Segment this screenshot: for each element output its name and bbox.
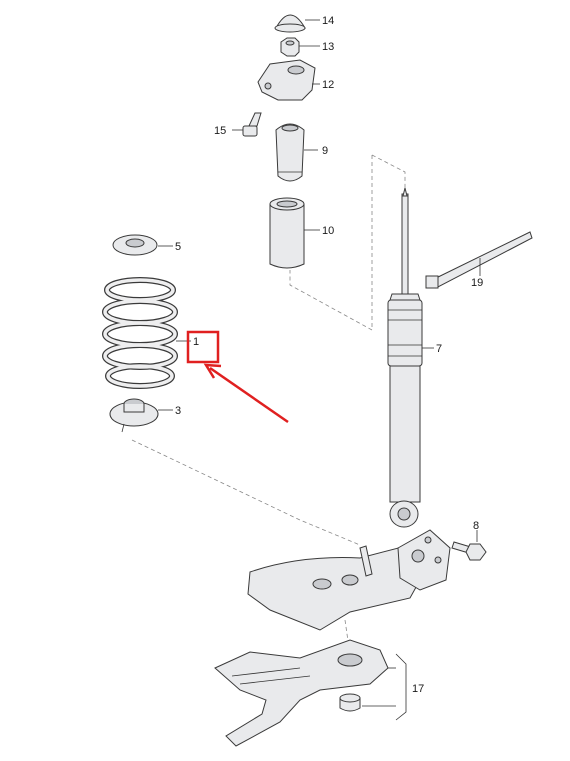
part-14-dust-cap[interactable] [274, 14, 306, 33]
callout-15: 15 [214, 125, 226, 137]
callout-17-bracket [362, 653, 407, 721]
highlight-box [186, 330, 220, 364]
part-5-upper-spring-seat[interactable] [112, 234, 158, 256]
part-10-protective-tube[interactable] [269, 197, 305, 269]
highlight-arrow [203, 363, 289, 424]
part-1-coil-spring[interactable] [102, 277, 178, 389]
part-7-shock-absorber[interactable] [387, 187, 423, 528]
callout-19: 19 [471, 277, 483, 289]
callout-1: 1 [193, 336, 199, 348]
part-19-cable-tie[interactable] [425, 231, 533, 289]
part-15-bolt[interactable] [242, 112, 262, 137]
callout-7: 7 [436, 343, 442, 355]
callout-12: 12 [322, 79, 334, 91]
part-13-nut[interactable] [280, 37, 300, 57]
callout-17: 17 [412, 683, 424, 695]
rear-axle-beam [247, 529, 451, 631]
part-12-upper-mount[interactable] [257, 59, 316, 101]
callout-14: 14 [322, 15, 334, 27]
callout-5: 5 [175, 241, 181, 253]
part-17-underbody-panel[interactable] [214, 639, 389, 747]
callout-8: 8 [473, 520, 479, 532]
callout-10: 10 [322, 225, 334, 237]
callout-9: 9 [322, 145, 328, 157]
part-17-cap[interactable] [339, 693, 361, 712]
part-9-bump-stop[interactable] [275, 123, 305, 182]
callout-3: 3 [175, 405, 181, 417]
part-8-lower-bolt[interactable] [451, 541, 487, 561]
callout-13: 13 [322, 41, 334, 53]
part-3-lower-spring-seat[interactable] [109, 398, 159, 433]
